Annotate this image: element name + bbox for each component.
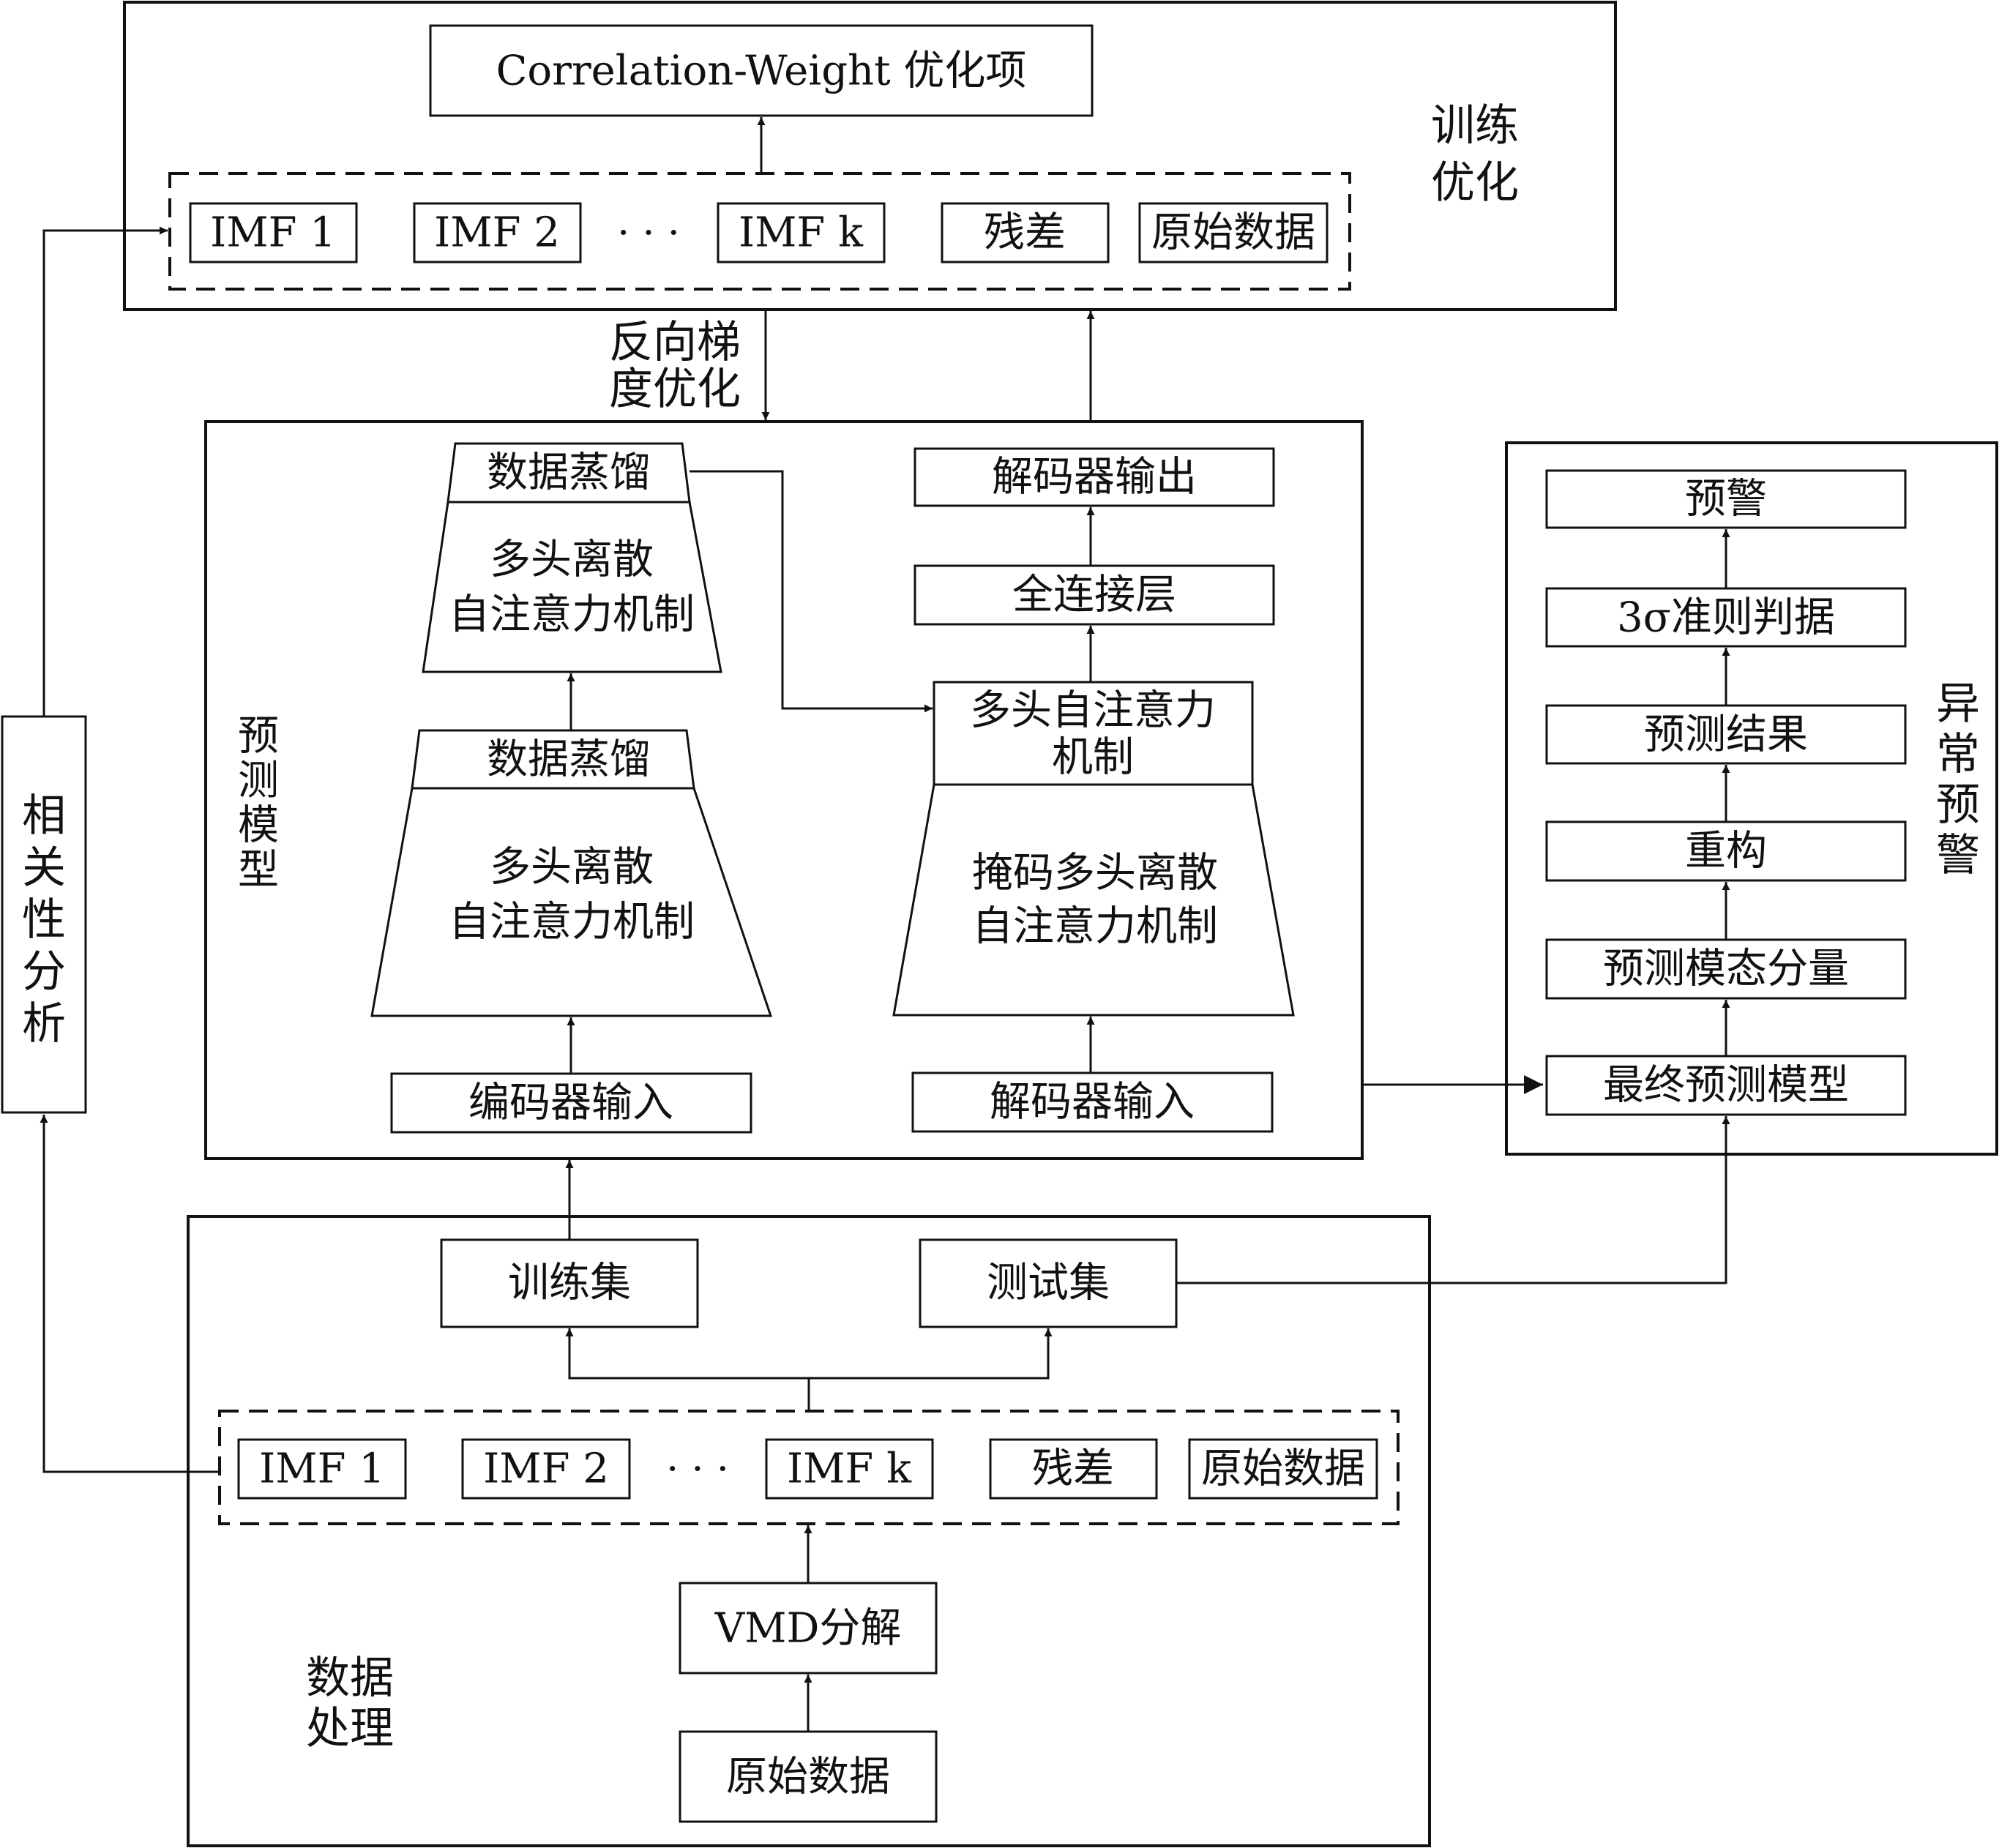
data-imf1-box (237, 1438, 407, 1500)
training-residual-label: 残差 (984, 209, 1066, 257)
vmd-decomposition-box (679, 1582, 938, 1675)
masked-attention-line1: 掩码多头离散 (972, 850, 1218, 897)
warning-box (1545, 469, 1907, 529)
correlation-char-5: 析 (22, 998, 66, 1050)
backprop-label-line2: 度优化 (609, 364, 741, 415)
backprop-label-line1: 反向梯 (609, 317, 741, 368)
prediction-model-frame (204, 420, 1364, 1160)
encoder-lower-attention-line2: 自注意力机制 (449, 899, 695, 946)
data-ellipsis: · · · (666, 1446, 729, 1492)
data-residual-box (989, 1438, 1158, 1500)
data-raw-in-group-label: 原始数据 (1201, 1445, 1365, 1493)
correlation-char-4: 分 (22, 946, 66, 998)
predicted-modal-components-box (1545, 938, 1907, 1000)
split-to-training-set-arrow (565, 1328, 809, 1380)
training-set-label: 训练集 (508, 1260, 631, 1307)
training-imf2-box (413, 202, 582, 263)
correlation-char-2: 关 (22, 842, 66, 894)
reconstruction-box (1545, 820, 1907, 882)
data-processing-title-line1: 数据 (306, 1653, 394, 1704)
training-imfk-box (717, 202, 886, 263)
masked-attention-line2: 自注意力机制 (972, 903, 1218, 951)
training-ellipsis: · · · (617, 210, 680, 256)
reconstruction-label: 重构 (1685, 828, 1767, 875)
raw-data-box (679, 1730, 938, 1823)
encoder-input-label: 编码器输入 (468, 1080, 673, 1127)
fully-connected-box (913, 564, 1275, 626)
training-raw-data-label: 原始数据 (1151, 209, 1315, 257)
prediction-title-char-1: 预 (238, 713, 279, 760)
prediction-result-box (1545, 704, 1907, 765)
correlation-char-3: 性 (22, 894, 66, 946)
prediction-model-module: 预 测 模 型 数据蒸馏 多头离散 自注意力机制 数据蒸馏 多头离散 自注意力机… (204, 420, 1364, 1160)
multihead-attention-line1: 多头自注意力 (970, 687, 1216, 735)
warning-label: 预警 (1685, 476, 1767, 523)
correlation-char-1: 相 (22, 790, 66, 842)
correlation-weight-label: Correlation-Weight 优化项 (496, 48, 1027, 95)
anomaly-title-char-2: 常 (1936, 729, 1980, 780)
encoder-upper-attention-line1: 多头离散 (490, 536, 654, 584)
correlation-to-training-arrow (42, 226, 168, 717)
encoder-lower-attention-line1: 多头离散 (490, 844, 654, 891)
distill-to-decoder-arrow (690, 470, 933, 713)
training-raw-data-box (1138, 202, 1329, 263)
encoder-upper-attention-line2: 自注意力机制 (449, 591, 695, 639)
decoder-input-label: 解码器输入 (990, 1079, 1195, 1126)
data-residual-label: 残差 (1032, 1445, 1114, 1493)
fully-connected-label: 全连接层 (1012, 572, 1176, 619)
split-to-test-set-arrow (809, 1328, 1053, 1380)
encoder-lower-distill-label: 数据蒸馏 (487, 736, 651, 784)
anomaly-warning-module: 异 常 预 警 预警 3σ准则判据 预测结果 重构 预测模态分量 最终预测模型 (1505, 441, 1998, 1156)
final-prediction-model-label: 最终预测模型 (1603, 1062, 1849, 1110)
encoder-lower-attention-block (370, 787, 773, 1017)
correlation-analysis-module: 相 关 性 分 析 (1, 226, 220, 1473)
encoder-upper-distill-label: 数据蒸馏 (487, 449, 651, 497)
training-optimization-frame (123, 1, 1617, 311)
encoder-upper-attention-block (422, 501, 722, 673)
anomaly-title-char-3: 预 (1936, 779, 1980, 831)
prediction-result-label: 预测结果 (1644, 711, 1808, 759)
data-processing-title-line2: 处理 (306, 1703, 394, 1754)
data-imfk-box (765, 1438, 934, 1500)
data-processing-module: 数据 处理 训练集 测试集 IMF 1 IMF 2 · · · IMF k 残差… (187, 1116, 1730, 1847)
decoder-output-label: 解码器输出 (992, 454, 1197, 501)
training-title-line1: 训练 (1431, 100, 1519, 151)
test-set-label: 测试集 (987, 1260, 1110, 1307)
data-processing-frame (187, 1215, 1431, 1847)
raw-data-label: 原始数据 (726, 1754, 890, 1801)
training-imf1-label: IMF 1 (210, 209, 336, 257)
anomaly-title-char-1: 异 (1936, 678, 1980, 730)
prediction-title-char-4: 型 (238, 847, 279, 894)
prediction-title-char-3: 模 (238, 802, 279, 850)
test-set-box (919, 1238, 1178, 1328)
data-imf1-label: IMF 1 (259, 1445, 385, 1493)
decoder-input-box (911, 1071, 1274, 1133)
training-set-box (440, 1238, 699, 1328)
anomaly-title-char-4: 警 (1936, 830, 1980, 881)
data-imf2-label: IMF 2 (483, 1445, 609, 1493)
anomaly-warning-frame (1505, 441, 1998, 1156)
training-title-line2: 优化 (1431, 157, 1519, 209)
final-prediction-model-box (1545, 1055, 1907, 1116)
test-set-to-final-model-arrow (1176, 1116, 1730, 1284)
vmd-decomposition-label: VMD分解 (714, 1605, 902, 1653)
training-imf1-box (189, 202, 358, 263)
predicted-modal-components-label: 预测模态分量 (1603, 946, 1849, 993)
three-sigma-label: 3σ准则判据 (1617, 594, 1835, 642)
decoder-output-box (913, 447, 1275, 507)
imf-group-to-correlation-arrow (40, 1115, 220, 1473)
training-imfk-label: IMF k (739, 209, 864, 257)
multihead-attention-line2: 机制 (1052, 734, 1134, 782)
training-imf-group (168, 172, 1351, 291)
training-optimization-module: 训练 优化 Correlation-Weight 优化项 IMF 1 IMF 2… (123, 1, 1617, 311)
training-imf2-label: IMF 2 (434, 209, 560, 257)
training-residual-box (941, 202, 1110, 263)
data-raw-in-group-box (1188, 1438, 1378, 1500)
masked-attention-block (892, 783, 1295, 1017)
data-imf2-box (461, 1438, 631, 1500)
correlation-weight-box (429, 24, 1094, 117)
data-imfk-label: IMF k (787, 1445, 912, 1493)
prediction-title-char-2: 测 (238, 757, 279, 805)
